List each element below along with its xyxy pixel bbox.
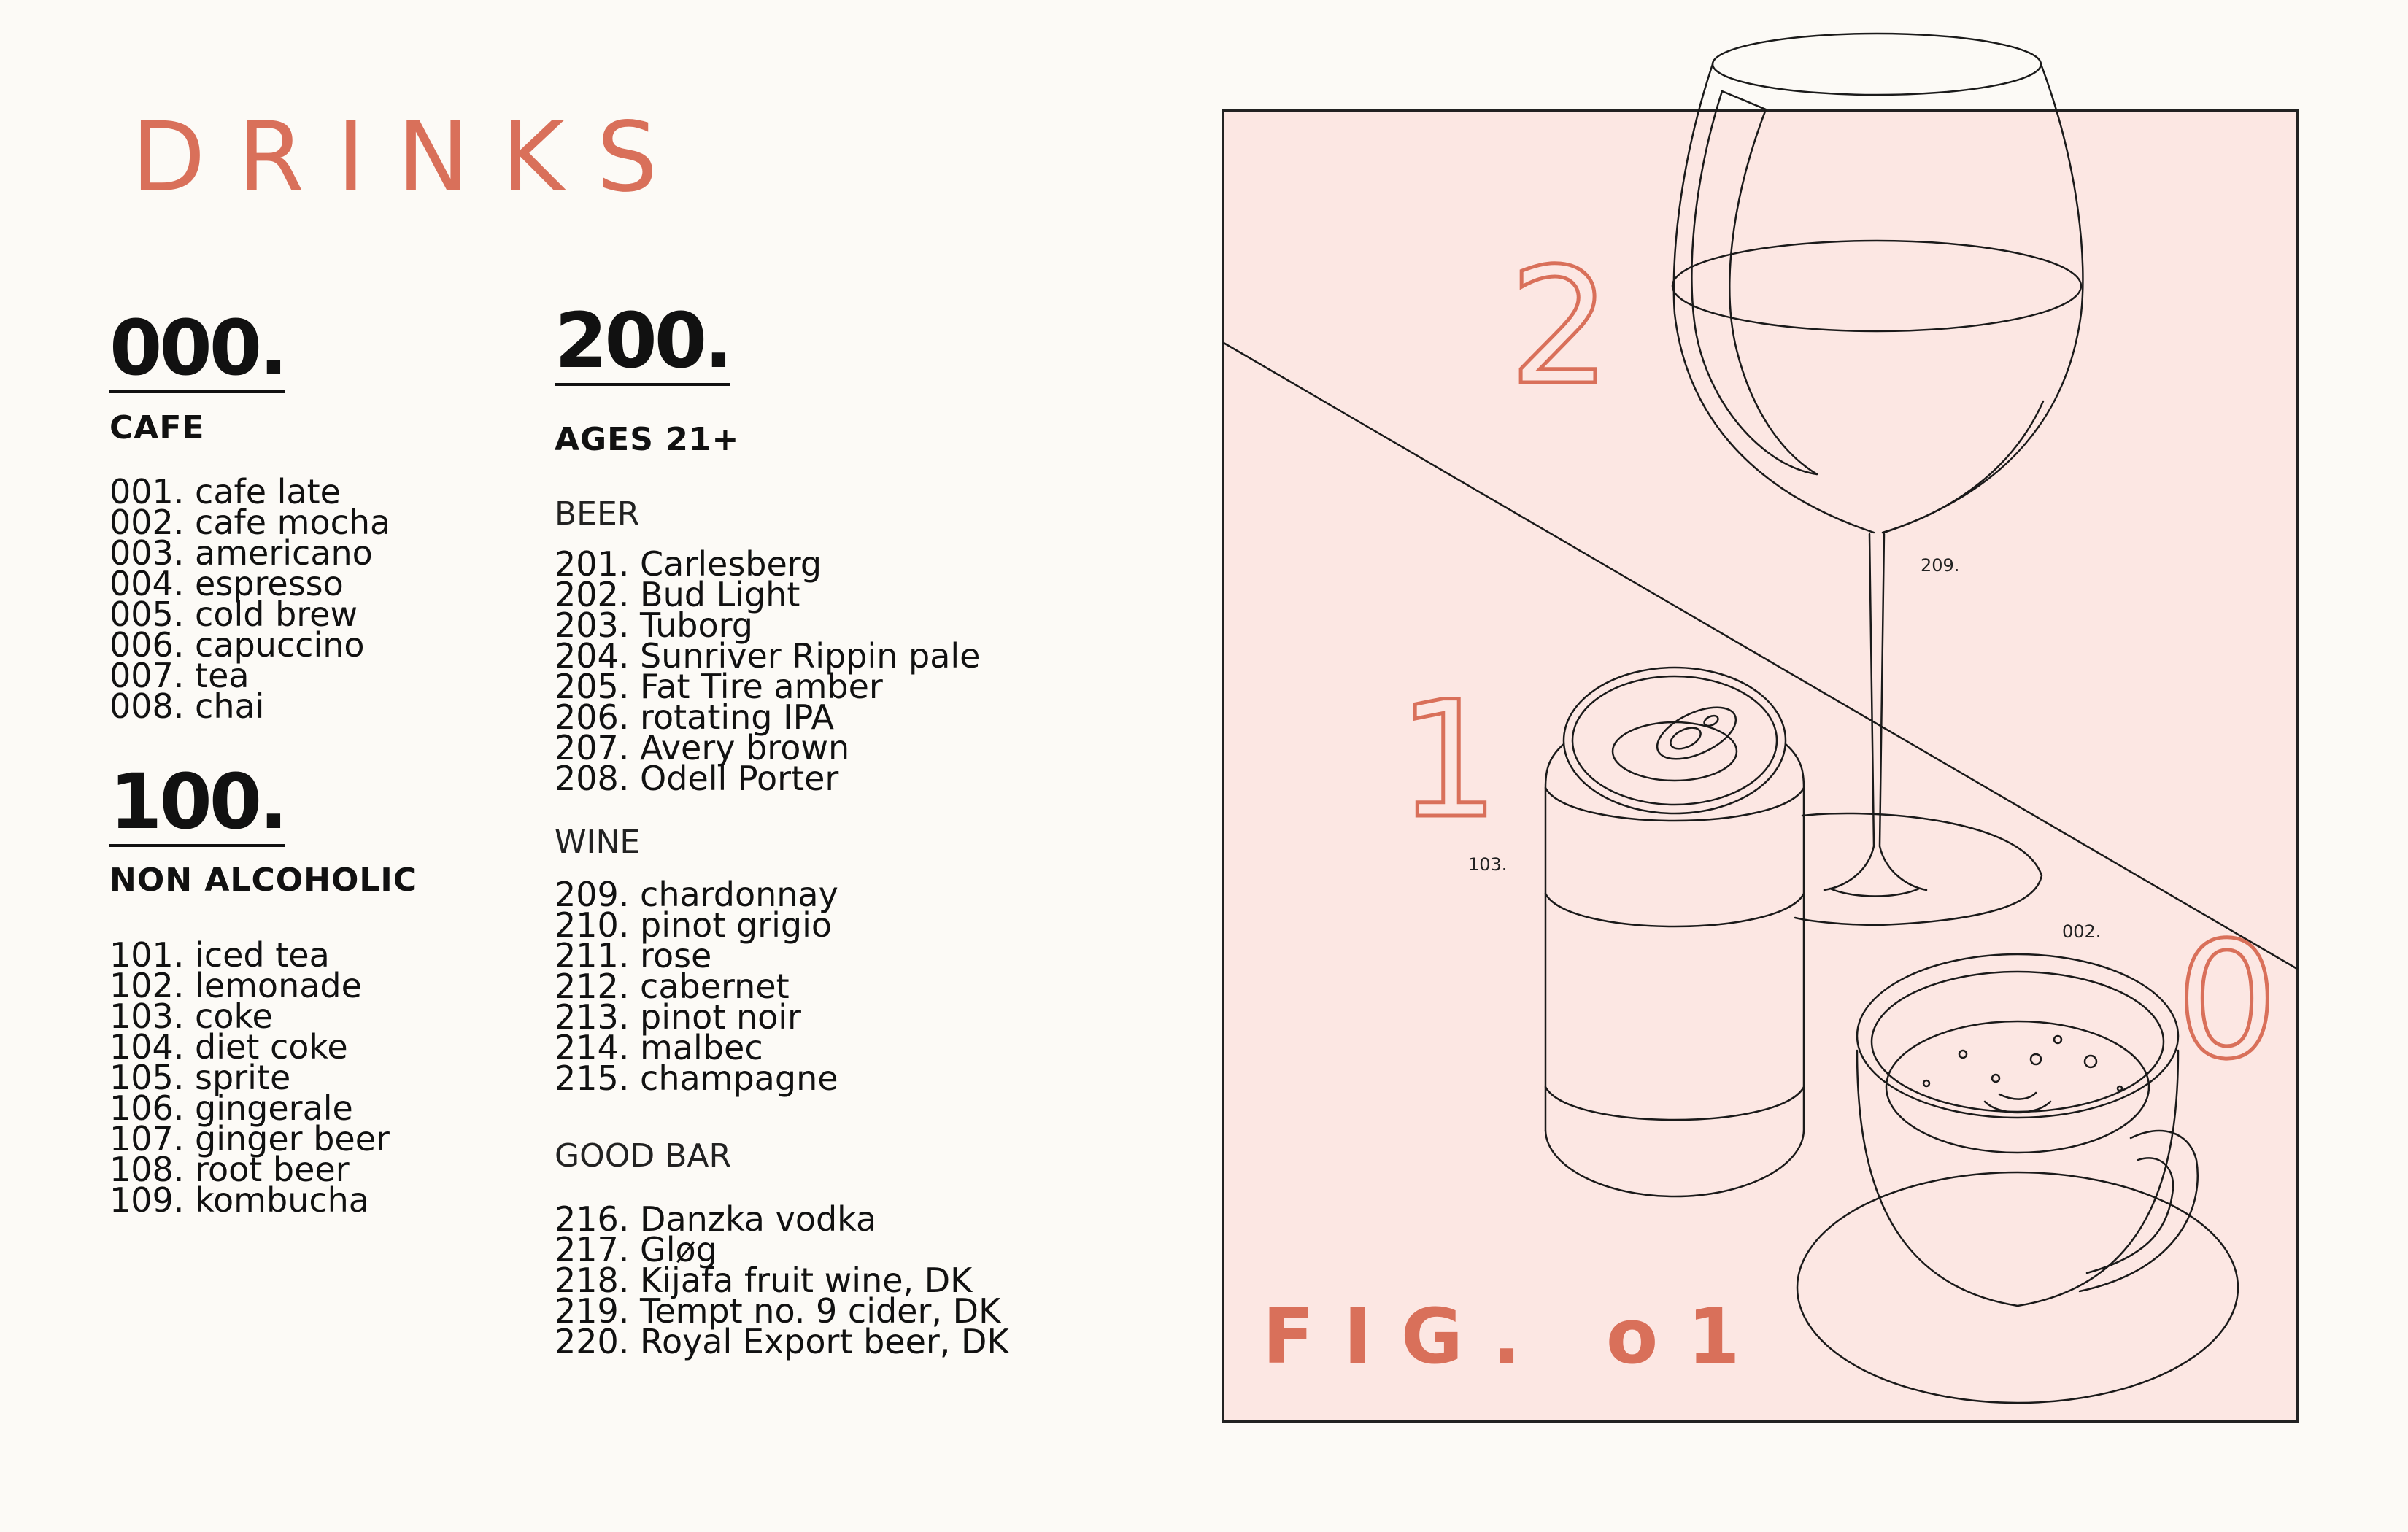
- menu-item: 202. Bud Light: [555, 575, 800, 614]
- menu-item: 001. cafe late: [109, 472, 341, 511]
- menu-item: 004. espresso: [109, 564, 344, 603]
- menu-item: 006. capuccino: [109, 625, 365, 665]
- figure-number-2: 2: [1509, 233, 1611, 420]
- menu-item: 107. ginger beer: [109, 1119, 390, 1158]
- callout-coffee-cup: 002.: [2062, 921, 2101, 942]
- menu-item: 211. rose: [555, 936, 712, 975]
- wine-glass-icon: [1671, 32, 2084, 926]
- section-number: 200.: [555, 296, 733, 386]
- menu-item: 201. Carlesberg: [555, 544, 822, 584]
- diagonal-divider: [1222, 341, 2299, 970]
- menu-item: 003. americano: [109, 533, 373, 573]
- menu-item: 101. iced tea: [109, 935, 330, 975]
- menu-item: 212. cabernet: [555, 967, 790, 1006]
- menu-item: 210. pinot grigio: [555, 905, 832, 945]
- menu-item: 105. sprite: [109, 1058, 291, 1097]
- menu-item: 005. cold brew: [109, 595, 358, 634]
- menu-item: 108. root beer: [109, 1150, 350, 1189]
- menu-item: 205. Fat Tire amber: [555, 667, 883, 706]
- figure-number-1: 1: [1397, 667, 1500, 854]
- section-heading: CAFE: [109, 409, 205, 446]
- menu-item: 218. Kijafa fruit wine, DK: [555, 1261, 973, 1300]
- menu-item: 103. coke: [109, 997, 273, 1036]
- coffee-cup-icon: [1796, 953, 2239, 1404]
- wine-heading: WINE: [555, 824, 641, 861]
- menu-item: 219. Tempt no. 9 cider, DK: [555, 1291, 1001, 1331]
- menu-item: 208. Odell Porter: [555, 759, 839, 798]
- beer-heading: BEER: [555, 495, 640, 533]
- figure-number-0: 0: [2176, 908, 2278, 1094]
- menu-item: 207. Avery brown: [555, 728, 850, 767]
- menu-item: 216. Danzka vodka: [555, 1199, 877, 1239]
- menu-item: 220. Royal Export beer, DK: [555, 1322, 1009, 1361]
- figure-label: FIG. o1: [1262, 1292, 1770, 1381]
- menu-item: 008. chai: [109, 686, 265, 726]
- section-non-alcoholic: 100.: [109, 757, 288, 847]
- menu-item: 106. gingerale: [109, 1088, 353, 1128]
- callout-wine-glass: 209.: [1921, 555, 1959, 576]
- good-bar-heading: GOOD BAR: [555, 1137, 732, 1175]
- menu-item: 002. cafe mocha: [109, 503, 391, 542]
- section-cafe: 000.: [109, 303, 288, 393]
- callout-soda-can: 103.: [1468, 854, 1507, 875]
- figure-panel: [1222, 109, 2299, 1423]
- menu-item: 209. chardonnay: [555, 875, 838, 914]
- menu-item: 204. Sunriver Rippin pale: [555, 636, 981, 676]
- menu-item: 215. champagne: [555, 1059, 838, 1098]
- menu-item: 214. malbec: [555, 1028, 763, 1067]
- section-heading: NON ALCOHOLIC: [109, 862, 418, 899]
- menu-item: 206. rotating IPA: [555, 697, 834, 737]
- menu-item: 102. lemonade: [109, 966, 362, 1005]
- section-number: 000.: [109, 303, 288, 393]
- menu-item: 217. Gløg: [555, 1230, 717, 1269]
- menu-item: 109. kombucha: [109, 1180, 369, 1220]
- menu-item: 203. Tuborg: [555, 606, 753, 645]
- section-ages21: 200.: [555, 296, 733, 386]
- page-title: DRINKS: [131, 101, 690, 214]
- menu-item: 213. pinot noir: [555, 997, 801, 1037]
- section-number: 100.: [109, 757, 288, 847]
- section-heading: AGES 21+: [555, 421, 740, 458]
- menu-item: 007. tea: [109, 656, 250, 695]
- menu-item: 104. diet coke: [109, 1027, 348, 1067]
- soda-can-icon: [1544, 666, 1805, 1198]
